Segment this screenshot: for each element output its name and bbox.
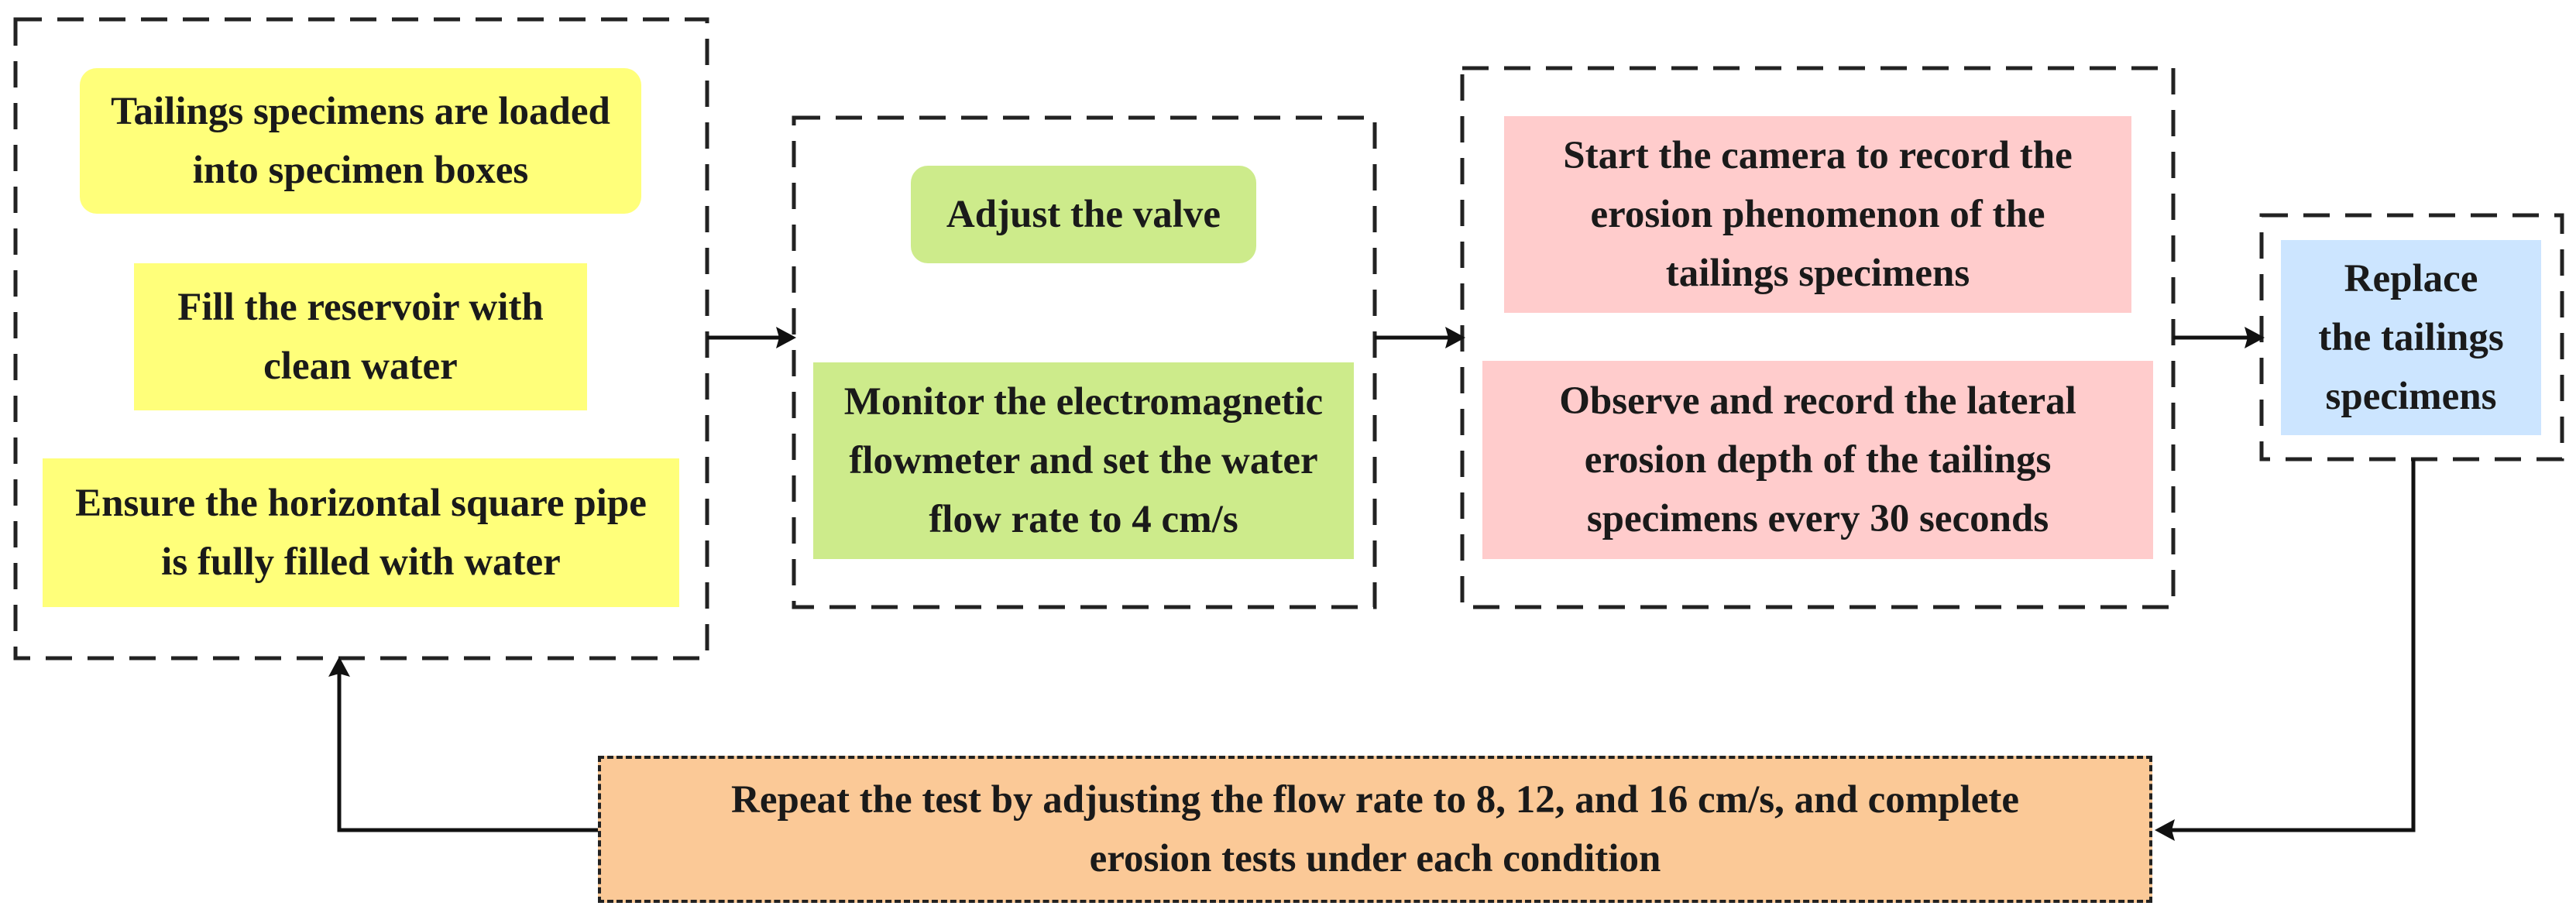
arrowhead-4 (2155, 819, 2175, 841)
step-start-camera: Start the camera to record the erosion p… (1504, 116, 2131, 313)
step-replace-specimens: Replace the tailings specimens (2281, 240, 2541, 435)
arrowhead-2 (1445, 327, 1465, 348)
step-adjust-valve: Adjust the valve (911, 166, 1256, 263)
step-load-specimens: Tailings specimens are loaded into speci… (80, 68, 641, 214)
arrowhead-5 (328, 657, 350, 677)
arrowhead-1 (776, 327, 796, 348)
step-observe-record: Observe and record the lateral erosion d… (1482, 361, 2153, 559)
step-fill-reservoir: Fill the reservoir with clean water (134, 263, 587, 410)
arrow-repeat-to-group1 (337, 671, 598, 832)
group2-frame (792, 115, 1377, 609)
arrowhead-3 (2245, 327, 2265, 348)
step-ensure-pipe-filled: Ensure the horizontal square pipe is ful… (43, 458, 679, 607)
step-repeat-test: Repeat the test by adjusting the flow ra… (598, 756, 2152, 903)
arrow-group4-to-repeat (2169, 459, 2416, 832)
step-monitor-flowmeter: Monitor the electromagnetic flowmeter an… (813, 362, 1354, 559)
